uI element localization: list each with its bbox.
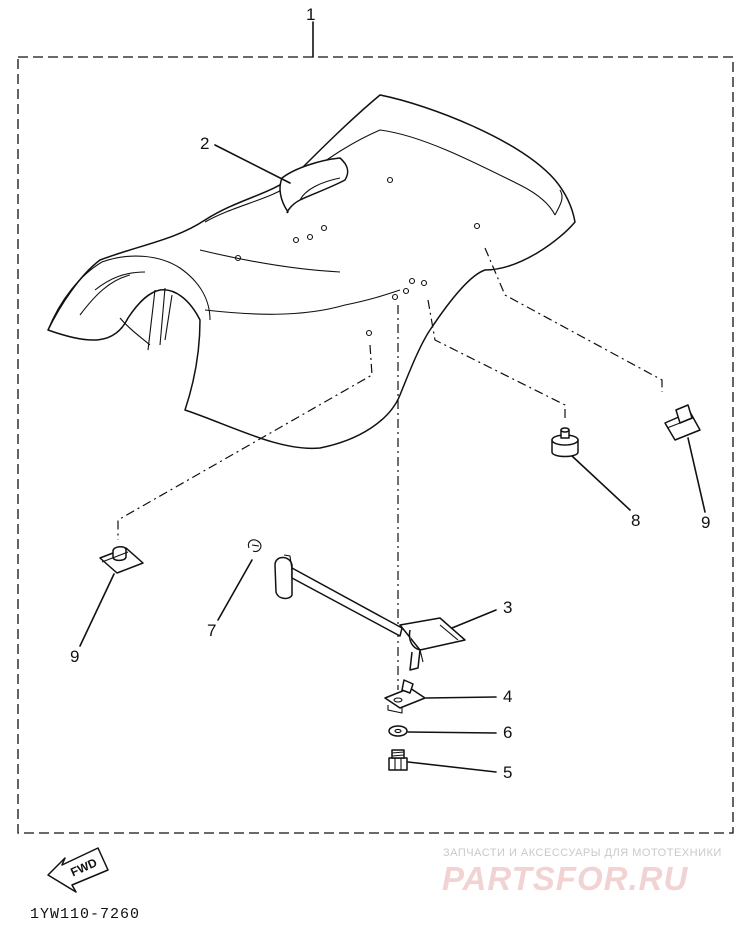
callout-3-leader	[451, 609, 497, 629]
callout-2-leader	[214, 144, 291, 184]
washer	[388, 725, 408, 737]
clip-nut-left	[99, 546, 144, 574]
drawing-code: 1YW110-7260	[30, 906, 140, 923]
seat	[47, 94, 576, 450]
callout-4-label: 4	[503, 687, 512, 706]
clip	[247, 539, 262, 552]
assembly-line-left-9	[117, 344, 373, 540]
damper	[551, 427, 579, 458]
callout-7-label: 7	[207, 621, 216, 640]
assembly-line-right-9	[484, 247, 663, 392]
callout-6-label: 6	[503, 723, 512, 742]
callout-9-right-leader	[687, 437, 706, 513]
clip-nut-right	[664, 404, 701, 441]
watermark-logo: PARTSFOR.RU	[442, 860, 688, 897]
callout-9-left-label: 9	[70, 647, 79, 666]
assembly-line-8	[427, 299, 566, 420]
callout-2-label: 2	[200, 134, 209, 153]
watermark-tagline: ЗАПЧАСТИ И АКСЕССУАРЫ ДЛЯ МОТОТЕХНИКИ	[443, 847, 722, 859]
watermark: ЗАПЧАСТИ И АКСЕССУАРЫ ДЛЯ МОТОТЕХНИКИ PA…	[442, 847, 722, 897]
bracket	[384, 679, 426, 714]
assembly-label: 1	[306, 5, 315, 24]
lock-rod	[274, 554, 466, 671]
callout-5-label: 5	[503, 763, 512, 782]
callout-4-leader	[425, 696, 497, 699]
callout-5-leader	[407, 761, 497, 773]
callout-6-leader	[407, 731, 497, 734]
callout-8-label: 8	[631, 511, 640, 530]
forward-direction-arrow: FWD	[47, 847, 109, 893]
callout-7-leader	[217, 559, 253, 621]
callout-9-right-label: 9	[701, 513, 710, 532]
callout-8-leader	[571, 455, 631, 511]
callout-3-label: 3	[503, 598, 512, 617]
assembly-frame	[17, 56, 734, 834]
bolt	[388, 749, 408, 771]
callout-9-left-leader	[79, 573, 115, 647]
